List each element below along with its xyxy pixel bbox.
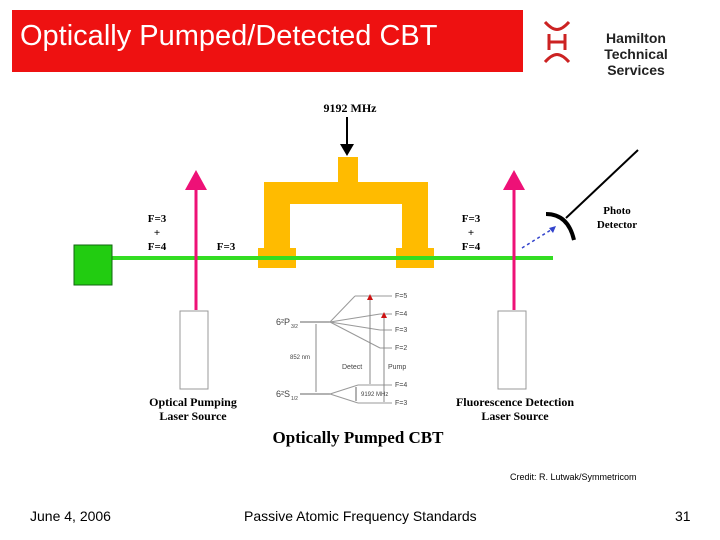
pump-laser-arrowhead [185,170,207,190]
lower-level-f3: F=3 [395,400,407,407]
photo-detector-label-line1: Photo [603,205,631,217]
footer-date: June 4, 2006 [30,508,111,524]
left-state-line1: F=3 [148,213,167,225]
company-logo: Hamilton Technical Services [540,18,710,78]
detect-source-label-line1: Fluorescence Detection [456,395,574,409]
microwave-label: 9192 MHz [324,101,378,115]
upper-state-sub: 3/2 [291,324,298,330]
pump-source-label-line2: Laser Source [159,409,227,423]
right-state-line2: + [468,227,474,239]
detect-laser-source [497,310,527,390]
pump-laser-source [179,310,209,390]
left-state-line3: F=4 [148,241,167,253]
diagram-caption: Optically Pumped CBT [273,428,445,447]
lower-level-f4: F=4 [395,382,407,389]
detect-laser-arrowhead [503,170,525,190]
ramsey-cavity [258,157,434,268]
middle-state: F=3 [217,241,236,253]
cbt-diagram: 9192 MHz F=3 + F=4 F=3 F=3 + F=4 Photo D… [73,101,639,447]
fluorescence-ray [521,227,555,249]
upper-level-f5: F=5 [395,293,407,300]
upper-level-f4: F=4 [395,311,407,318]
logo-text-line2: Services [607,62,665,78]
upper-level-f3: F=3 [395,327,407,334]
detect-label: Detect [342,364,362,371]
photo-detector-icon [545,212,576,241]
detector-lead [565,149,639,219]
upper-level-f2: F=2 [395,345,407,352]
detect-source-label-line2: Laser Source [481,409,549,423]
energy-level-diagram: 6²P 3/2 6²S 1/2 852 nm Detect Pump 9192 … [276,293,407,407]
slide-title: Optically Pumped/Detected CBT [20,20,438,52]
pump-label: Pump [388,364,406,371]
right-state-line3: F=4 [462,241,481,253]
right-state-line1: F=3 [462,213,481,225]
logo-text: Hamilton Technical Services [575,30,697,78]
lower-state-label: 6²S [276,389,290,399]
pump-source-label-line1: Optical Pumping [149,395,237,409]
footer-title: Passive Atomic Frequency Standards [244,508,477,524]
upper-state-label: 6²P [276,317,290,327]
cesium-oven [73,244,113,286]
left-state-line2: + [154,227,160,239]
wavelength-label: 852 nm [290,355,310,361]
hts-logo-icon [543,20,571,64]
credit-text: Credit: R. Lutwak/Symmetricom [510,472,637,482]
ground-split-label: 9192 MHz [361,392,388,398]
photo-detector-label-line2: Detector [597,219,637,231]
fluorescence-arrowhead [549,226,556,233]
lower-state-sub: 1/2 [291,396,298,402]
page-number: 31 [675,508,691,524]
logo-text-line1: Hamilton Technical [604,30,668,62]
title-bar: Optically Pumped/Detected CBT [12,10,523,72]
microwave-arrowhead [340,144,354,156]
